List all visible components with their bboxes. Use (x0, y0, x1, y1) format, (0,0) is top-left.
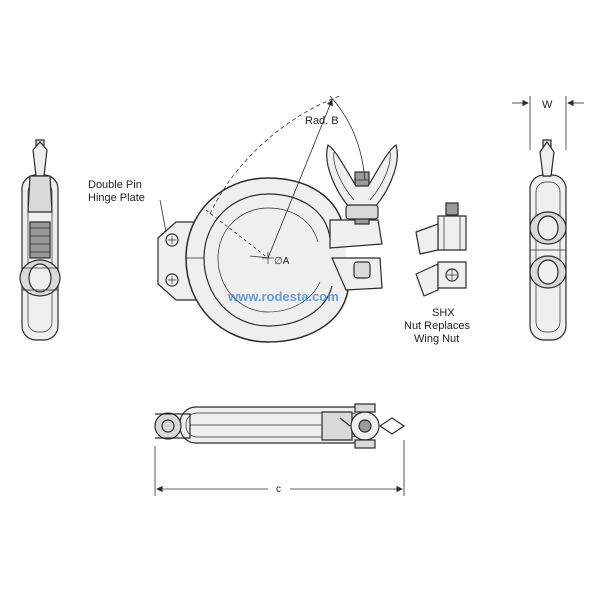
hinge-plate-leader (159, 199, 167, 233)
shx-nut-detail (415, 202, 467, 297)
shx-label-line3: Wing Nut (414, 333, 459, 345)
double-pin-label-line1: Double Pin (88, 179, 142, 191)
top-view (154, 403, 406, 449)
watermark: www.rodesta.com (227, 289, 339, 304)
wing-nut (326, 144, 398, 211)
left-side-view (19, 139, 61, 341)
shx-label-line2: Nut Replaces (404, 320, 471, 332)
clamp-ring-outer (185, 177, 349, 343)
double-pin-label-line2: Hinge Plate (88, 192, 145, 204)
radius-label: Rad. B (305, 115, 339, 127)
width-dimension (512, 96, 584, 150)
radius-dimension (205, 95, 366, 259)
right-side-view (529, 139, 567, 341)
front-view-clamp (157, 144, 398, 343)
width-label: W (542, 99, 553, 111)
hinge-pin-bottom (165, 273, 179, 287)
length-dimension (154, 440, 405, 496)
length-label: c (276, 484, 281, 495)
diameter-label: ∅A (274, 256, 290, 267)
hinge-pin-top (165, 233, 179, 247)
shx-label: SHX (432, 307, 455, 319)
